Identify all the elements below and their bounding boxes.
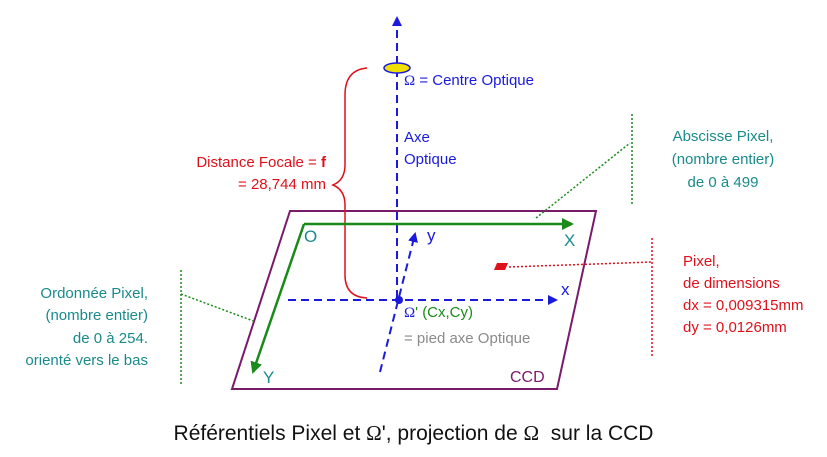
abscisse-line1: Abscisse Pixel, [672, 128, 774, 145]
ordonnee-line3: de 0 à 254. [72, 330, 148, 347]
pixel-line4: dy = 0,0126mm [683, 319, 787, 336]
pixel-leader [508, 261, 653, 268]
omega-prime-label: Ω' (Cx,Cy) [404, 302, 473, 324]
abscisse-line2: (nombre entier) [671, 151, 775, 168]
focal-label-line1: Distance Focale = f [140, 152, 326, 174]
origin-O-label: O [304, 227, 318, 246]
focal-f: f [321, 154, 326, 171]
abscisse-leader [535, 142, 631, 219]
pixel-line2: de dimensions [683, 275, 780, 292]
caption-part1: Référentiels Pixel et [173, 422, 367, 445]
omega-prime-point [395, 296, 403, 304]
axe-label-line2: Optique [404, 151, 457, 168]
x-label: x [561, 280, 570, 299]
pixel-line3: dx = 0,009315mm [683, 297, 804, 314]
X-label: X [564, 231, 576, 250]
omega-symbol: Ω [404, 73, 416, 89]
pixel-line1: Pixel, [683, 253, 720, 270]
optical-centre-text: = Centre Optique [415, 72, 534, 89]
Y-axis-arrow [250, 223, 306, 374]
ordonnee-line2: (nombre entier) [45, 307, 148, 324]
ordonnee-leader [180, 293, 257, 323]
omega-prime-symbol: Ω [404, 305, 416, 321]
axe-label-line1: Axe [404, 129, 430, 146]
focal-prefix: Distance Focale = [196, 154, 321, 171]
figure-caption: Référentiels Pixel et Ω', projection de … [0, 421, 827, 446]
caption-omega1: Ω [366, 421, 382, 445]
ordonnee-line1: Ordonnée Pixel, [40, 285, 148, 302]
omega-prime-text: ' (Cx,Cy) [415, 304, 474, 321]
caption-part2: ', projection de [381, 422, 524, 445]
caption-omega2: Ω [523, 421, 540, 445]
pixel-marker [494, 263, 508, 270]
ordonnee-line4: orienté vers le bas [25, 352, 148, 369]
lens-icon [383, 62, 411, 74]
caption-part3: sur la CCD [539, 422, 654, 445]
abscisse-line3: de 0 à 499 [687, 174, 759, 191]
Y-label: Y [263, 368, 275, 387]
optical-centre-label: Ω = Centre Optique [404, 70, 534, 92]
ccd-sensor-plane [230, 210, 598, 390]
focal-value: = 28,744 mm [238, 176, 326, 193]
pied-axe-label: = pied axe Optique [404, 330, 531, 347]
ccd-label: CCD [510, 369, 545, 386]
y-label: y [427, 226, 436, 245]
focal-brace [331, 67, 368, 299]
